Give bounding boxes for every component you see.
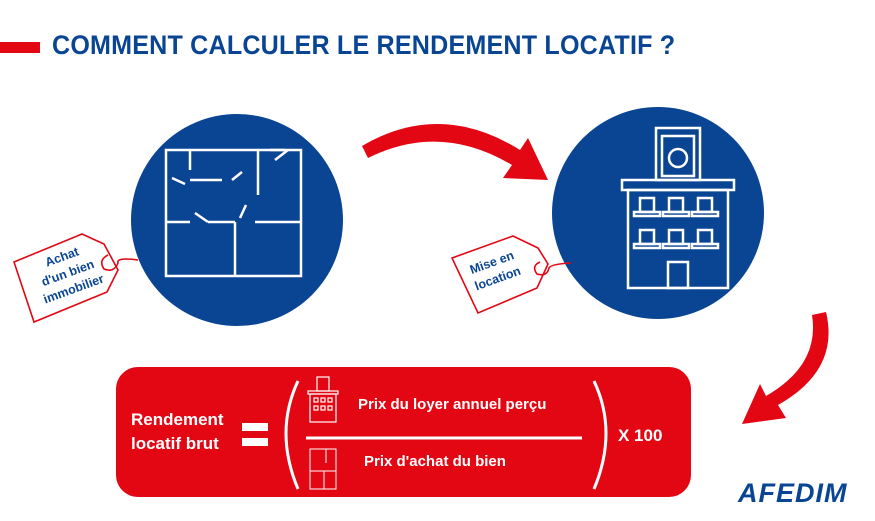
formula-label: Rendement locatif brut — [131, 408, 224, 456]
left-parenthesis — [284, 380, 300, 490]
formula-label-line: Rendement — [131, 410, 224, 429]
multiplier: X 100 — [618, 426, 663, 445]
denominator: Prix d'achat du bien — [364, 453, 506, 470]
formula-label-line: locatif brut — [131, 434, 219, 453]
small-floor-plan-icon — [309, 448, 337, 490]
formula-graphics — [242, 376, 608, 490]
title-accent-bar — [0, 42, 40, 53]
right-parenthesis — [592, 380, 608, 490]
floor-plan-icon — [131, 114, 343, 326]
equals-sign — [242, 423, 268, 446]
building-icon — [552, 107, 764, 319]
small-building-icon — [307, 376, 339, 423]
formula-box — [116, 367, 691, 497]
afedim-logo: AFEDIM — [738, 478, 848, 508]
price-tag-icon — [13, 233, 572, 324]
numerator: Prix du loyer annuel perçu — [358, 396, 547, 413]
page-title: COMMENT CALCULER LE RENDEMENT LOCATIF ? — [52, 30, 676, 60]
arrow-icon — [362, 123, 829, 424]
